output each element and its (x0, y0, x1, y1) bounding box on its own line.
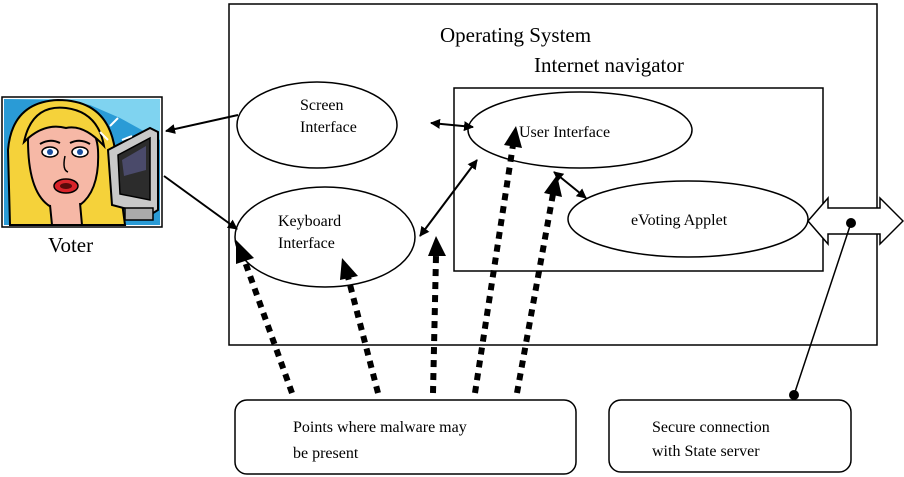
malware-arrows (241, 144, 556, 395)
screen-interface-label-line2: Interface (300, 119, 357, 136)
arrow-user-interface-applet (553, 171, 587, 199)
malware-note-line2: be present (293, 445, 359, 462)
arrow-voter-to-keyboard (163, 175, 238, 230)
user-interface-label: User Interface (519, 124, 610, 141)
connection-anchor-dot-bottom (789, 390, 799, 400)
malware-arrowhead-5 (544, 175, 562, 197)
keyboard-interface-label-line2: Interface (278, 235, 335, 252)
malware-arrowheads (236, 126, 562, 280)
malware-arrow-keyboard-bottom (345, 276, 381, 394)
keyboard-interface-node (234, 186, 416, 288)
malware-arrowhead-2 (340, 258, 358, 280)
operating-system-box (228, 3, 878, 346)
malware-arrow-applet-link (514, 193, 556, 394)
evoting-applet-label: eVoting Applet (631, 212, 728, 229)
arrow-screen-to-voter (165, 114, 239, 134)
malware-arrowhead-3 (428, 236, 446, 256)
screen-interface-label-line1: Screen (300, 97, 344, 114)
secure-connection-note-box (608, 399, 852, 473)
malware-arrowhead-1 (236, 240, 254, 264)
secure-connection-note-line2: with State server (652, 443, 760, 460)
malware-arrowhead-4 (504, 126, 522, 148)
malware-arrow-keyboard-left (241, 257, 295, 395)
arrow-screen-user-interface (430, 118, 474, 132)
evoting-applet-node (567, 180, 809, 258)
secure-connection-pointer (793, 222, 852, 396)
voter-at-computer-icon (1, 96, 163, 228)
screen-interface-node (236, 81, 398, 169)
voter-label: Voter (48, 233, 93, 257)
malware-arrow-keyboard-right (430, 255, 439, 394)
operating-system-label: Operating System (440, 23, 591, 47)
arrow-keyboard-user-interface (419, 159, 478, 237)
malware-note-line1: Points where malware may (293, 419, 467, 436)
internet-navigator-label: Internet navigator (534, 53, 684, 77)
secure-connection-note-line1: Secure connection (652, 419, 770, 436)
keyboard-interface-label-line1: Keyboard (278, 213, 341, 230)
malware-arrow-user-interface (472, 144, 516, 394)
malware-note-box (234, 399, 577, 475)
